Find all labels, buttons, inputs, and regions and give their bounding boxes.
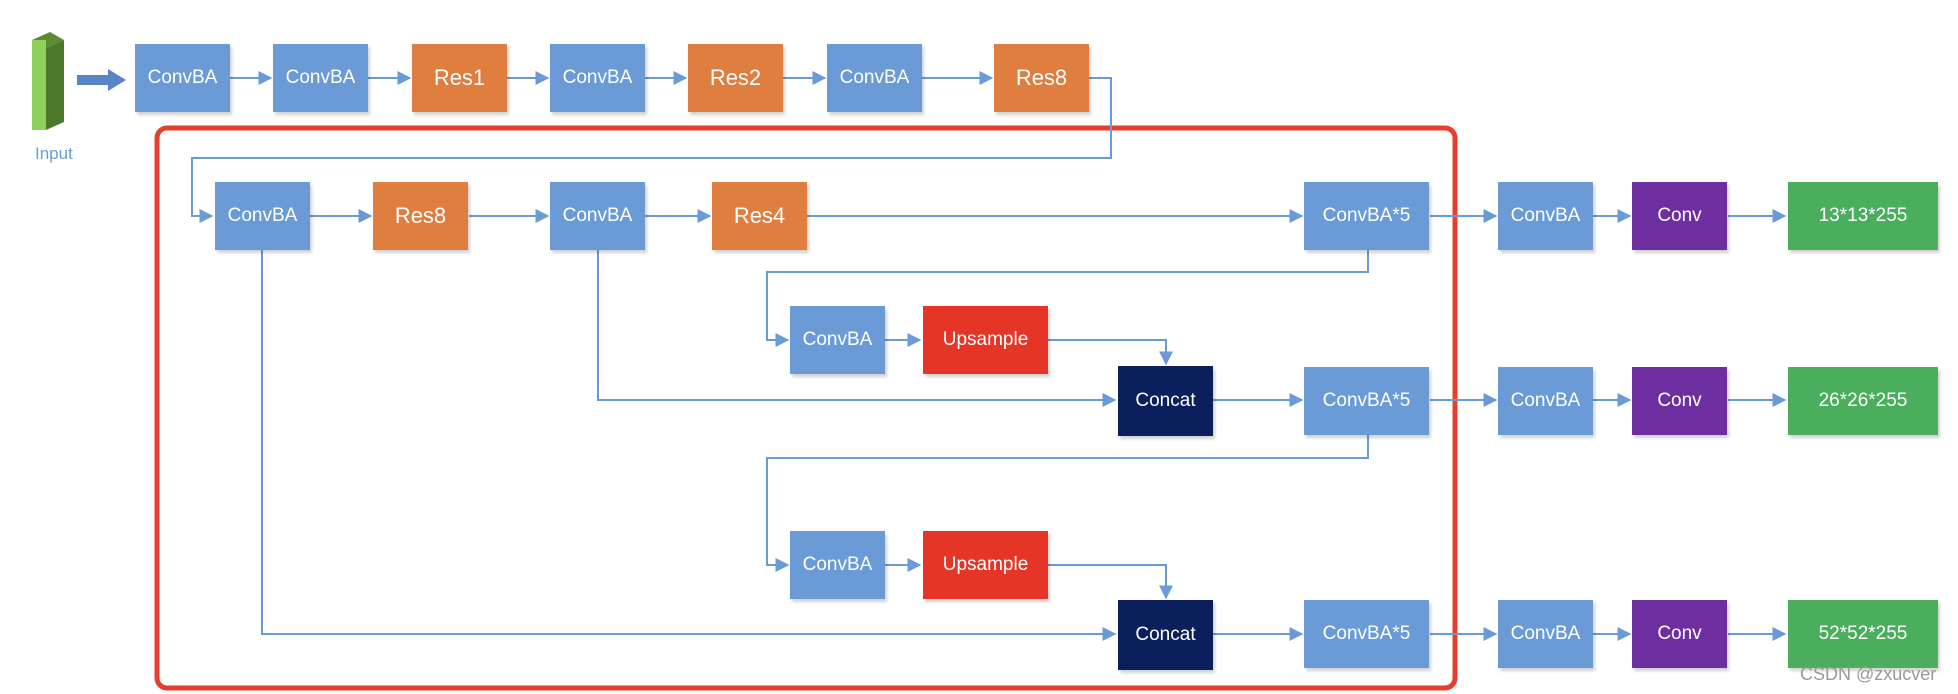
backbone-convba-2: ConvBA bbox=[273, 44, 368, 112]
skip-connector bbox=[597, 250, 1117, 407]
branch-connector bbox=[766, 250, 1369, 347]
head1-convba: ConvBA bbox=[1498, 182, 1593, 250]
input-arrow bbox=[77, 69, 126, 91]
head2-convba: ConvBA bbox=[1498, 367, 1593, 435]
input-tensor-icon bbox=[32, 32, 64, 130]
head2-conv: Conv bbox=[1632, 367, 1727, 435]
branch2-convba: ConvBA bbox=[790, 531, 885, 599]
backbone-convba-1: ConvBA bbox=[135, 44, 230, 112]
backbone-res1: Res1 bbox=[412, 44, 507, 112]
neck-res8: Res8 bbox=[373, 182, 468, 250]
upsample-to-concat bbox=[1048, 564, 1173, 600]
head3-conv: Conv bbox=[1632, 600, 1727, 668]
head1-conv: Conv bbox=[1632, 182, 1727, 250]
neck-res4: Res4 bbox=[712, 182, 807, 250]
head1-output: 13*13*255 bbox=[1788, 182, 1938, 250]
head2-output: 26*26*255 bbox=[1788, 367, 1938, 435]
branch2-concat: Concat bbox=[1118, 600, 1213, 670]
input-label: Input bbox=[35, 144, 73, 163]
upsample-to-concat bbox=[1048, 339, 1173, 366]
branch1-upsample: Upsample bbox=[923, 306, 1048, 374]
backbone-res2: Res2 bbox=[688, 44, 783, 112]
branch-connector bbox=[766, 435, 1369, 572]
neck-convba5-1: ConvBA*5 bbox=[1304, 182, 1429, 250]
branch1-concat: Concat bbox=[1118, 366, 1213, 436]
neck-convba5-3: ConvBA*5 bbox=[1304, 600, 1429, 668]
backbone-convba-4: ConvBA bbox=[827, 44, 922, 112]
watermark: CSDN @zxucver bbox=[1800, 664, 1937, 684]
neck-convba-1: ConvBA bbox=[215, 182, 310, 250]
neck-convba5-2: ConvBA*5 bbox=[1304, 367, 1429, 435]
neck-convba-2: ConvBA bbox=[550, 182, 645, 250]
wrap-connector bbox=[191, 77, 1112, 223]
head3-output: 52*52*255 bbox=[1788, 600, 1938, 668]
skip-connector bbox=[261, 250, 1117, 641]
head3-convba: ConvBA bbox=[1498, 600, 1593, 668]
backbone-convba-3: ConvBA bbox=[550, 44, 645, 112]
branch2-upsample: Upsample bbox=[923, 531, 1048, 599]
backbone-res8: Res8 bbox=[994, 44, 1089, 112]
branch1-convba: ConvBA bbox=[790, 306, 885, 374]
highlight-frame bbox=[154, 125, 1458, 691]
